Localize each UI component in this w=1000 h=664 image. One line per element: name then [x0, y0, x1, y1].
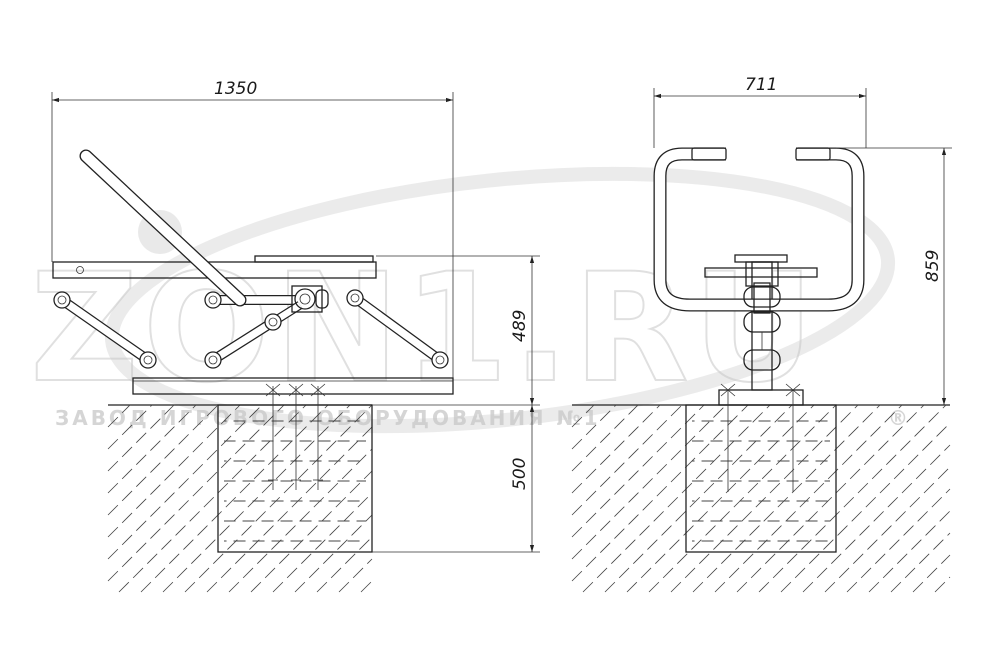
left-dimensions: 1350 489 500 — [51, 79, 540, 553]
pivot-joints — [53, 289, 449, 369]
scissor-links — [59, 293, 443, 365]
left-machine — [52, 149, 454, 490]
handle-lever — [79, 149, 247, 307]
dim-foundation-depth: 500 — [510, 458, 530, 490]
right-anchor-bolts — [720, 383, 801, 492]
dim-front-height: 859 — [923, 250, 943, 282]
left-ground — [107, 404, 373, 593]
right-ground — [571, 404, 951, 593]
left-anchor-bolts — [265, 383, 326, 490]
left-pit-concrete — [224, 420, 366, 542]
handle-frame — [653, 147, 865, 312]
post-joints — [743, 282, 781, 371]
watermark: ZON1.RU ЗАВОД ИГРОВОГО ОБОРУДОВАНИЯ №1 ® — [29, 166, 911, 434]
right-ground-hatching — [571, 404, 951, 593]
dim-side-height: 489 — [510, 310, 530, 342]
watermark-registered-mark: ® — [888, 406, 911, 430]
watermark-logo: ZON1.RU — [30, 242, 818, 416]
watermark-caption: ЗАВОД ИГРОВОГО ОБОРУДОВАНИЯ №1 — [55, 406, 601, 430]
dim-side-width: 1350 — [214, 79, 257, 99]
right-machine — [653, 147, 865, 492]
left-ground-hatching — [107, 404, 373, 593]
central-hub — [291, 285, 329, 313]
right-dimensions: 711 859 — [653, 75, 952, 405]
right-pit-concrete — [692, 420, 830, 542]
dim-front-width: 711 — [745, 75, 777, 95]
